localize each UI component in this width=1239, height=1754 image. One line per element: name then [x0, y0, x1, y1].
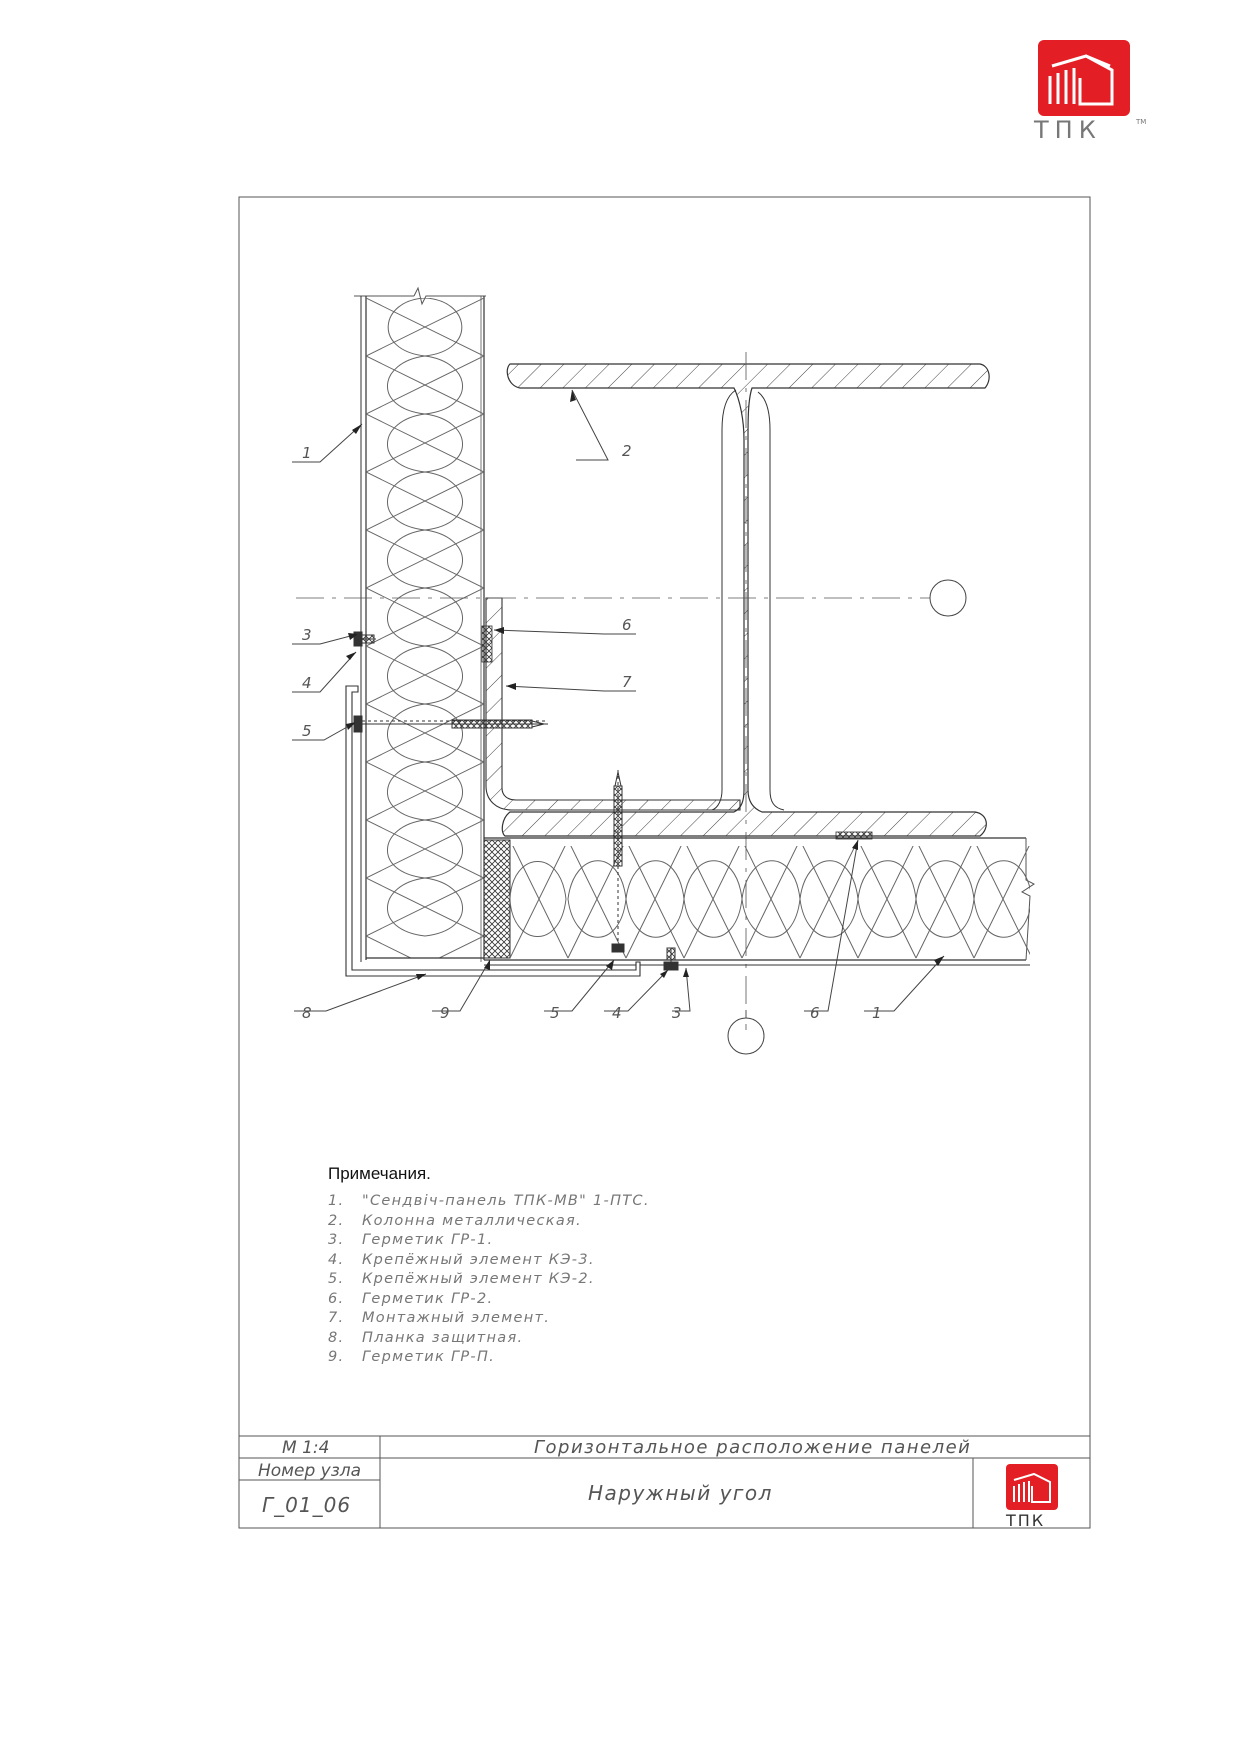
callout-4-bottom: 4: [612, 1004, 622, 1022]
callout-5-left: 5: [302, 722, 312, 740]
callout-4-left: 4: [302, 674, 312, 692]
callout-7: 7: [622, 673, 632, 691]
callout-9: 9: [440, 1004, 450, 1022]
node-number: Г_01_06: [262, 1493, 351, 1517]
callout-5-bottom: 5: [550, 1004, 560, 1022]
callout-3-left: 3: [302, 626, 312, 644]
svg-text:TM: TM: [1135, 118, 1146, 126]
fastener-ke2-vertical: [611, 770, 625, 953]
title-block: [239, 1435, 1090, 1528]
node-number-label: Номер узла: [258, 1461, 361, 1481]
title-block-logo: [1006, 1464, 1058, 1510]
callout-6-bottom: 6: [810, 1004, 820, 1022]
note-item: 6.Герметик ГР-2.: [328, 1290, 494, 1307]
fastener-ke3-horizontal-panel: [663, 947, 679, 971]
vertical-sandwich-panel: [354, 286, 486, 962]
note-item: 7.Монтажный элемент.: [328, 1310, 551, 1326]
callout-1-bottom: 1: [872, 1004, 882, 1022]
leader-lines: [292, 389, 945, 1012]
drawing-title: Наружный угол: [588, 1481, 773, 1505]
note-item: 4.Крепёжный элемент КЭ-3.: [328, 1251, 595, 1268]
leader-arrows: [346, 390, 944, 980]
note-item: 8.Планка защитная.: [328, 1329, 524, 1346]
callout-1-left: 1: [302, 444, 312, 462]
fastener-ke3-vertical-panel: [353, 631, 376, 647]
tpk-logo: ТПК TM: [1033, 40, 1146, 144]
steel-column: [501, 352, 990, 1030]
sealant-gr2-horizontal: [835, 831, 873, 840]
callout-8: 8: [302, 1004, 312, 1022]
callout-3-bottom: 3: [672, 1004, 682, 1022]
axis-marker-vertical: [727, 1017, 765, 1055]
mounting-angle: [481, 597, 741, 811]
callout-2: 2: [622, 442, 632, 460]
logo-wordmark: ТПК: [1033, 116, 1102, 144]
notes-title: Примечания.: [328, 1164, 431, 1183]
horizontal-sandwich-panel: [483, 831, 1035, 966]
callout-6-right: 6: [622, 616, 632, 634]
protective-strip: [345, 685, 641, 977]
fastener-ke2-horizontal: [353, 715, 548, 733]
note-item: 1."Сендвіч-панель ТПК-МВ" 1-ПТС.: [328, 1193, 650, 1209]
axis-marker-horizontal: [929, 579, 967, 617]
note-item: 2.Колонна металлическая.: [328, 1212, 582, 1229]
note-item: 9.Герметик ГР-П.: [328, 1349, 496, 1365]
sealant-gr2-vertical: [481, 625, 493, 663]
scale-label: М 1:4: [282, 1438, 329, 1458]
sealant-grp: [483, 839, 511, 959]
series-title: Горизонтальное расположение панелей: [534, 1437, 971, 1458]
note-item: 5.Крепёжный элемент КЭ-2.: [328, 1271, 595, 1287]
notes-list: 1."Сендвіч-панель ТПК-МВ" 1-ПТС. 2.Колон…: [328, 1192, 928, 1368]
title-block-logo-text: ТПК: [1005, 1511, 1045, 1530]
notes-section: Примечания. 1."Сендвіч-панель ТПК-МВ" 1-…: [328, 1164, 928, 1368]
note-item: 3.Герметик ГР-1.: [328, 1232, 494, 1248]
